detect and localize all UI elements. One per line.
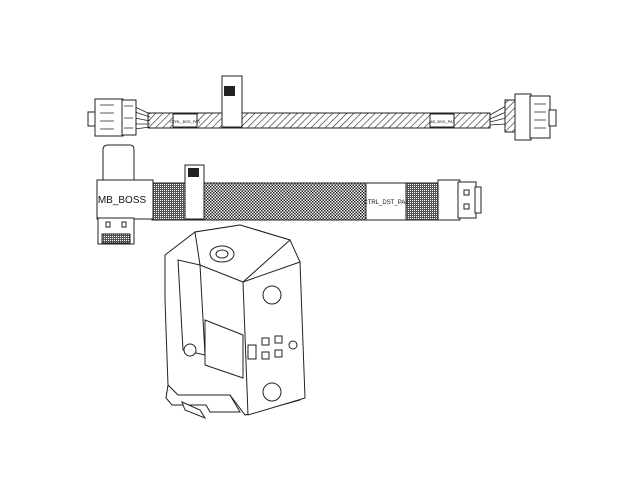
barcode-icon <box>224 86 235 96</box>
cable-1-right-connector <box>504 93 557 141</box>
cable-1: CTRL_BSS_PA1 MB_BSS_PA1 <box>87 75 557 141</box>
cable-2-tag <box>184 164 205 220</box>
cable-1-left-connector <box>87 98 137 137</box>
cable-2-right-connector <box>437 179 482 221</box>
barcode-icon <box>188 168 199 177</box>
bracket-screw <box>183 343 197 357</box>
cable-1-tag <box>221 75 243 128</box>
cable-1-right-label: MB_BSS_PA1 <box>429 119 455 124</box>
cable-1-left-label: CTRL_BSS_PA1 <box>170 119 201 124</box>
cable-1-left-label-box <box>172 113 198 128</box>
cable-2: CTRL_DST_PA1 MB_BOSS <box>96 144 482 245</box>
mb-boss-label: MB_BOSS <box>98 195 147 206</box>
mb-boss-connector: MB_BOSS <box>96 144 154 245</box>
cable-2-end-label: CTRL_DST_PA1 <box>363 200 409 206</box>
cable-1-right-label-box <box>429 113 455 128</box>
drive-bracket <box>164 224 306 420</box>
cable-2-end-label-box <box>365 182 407 221</box>
